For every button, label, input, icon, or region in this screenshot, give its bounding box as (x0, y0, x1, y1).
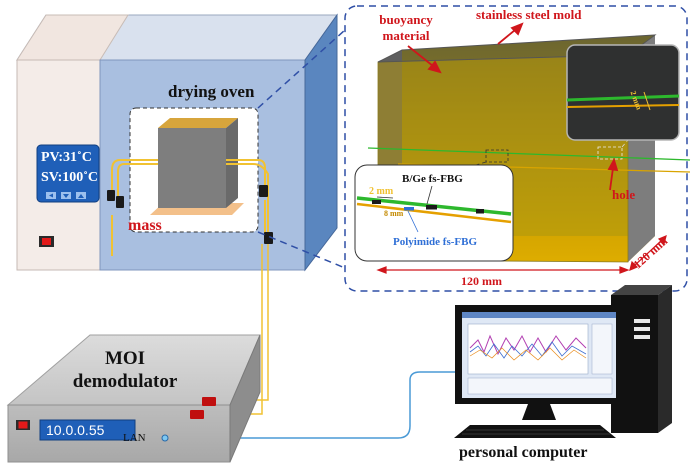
moi-label-line2: demodulator (72, 371, 178, 392)
polyimide-fbg-label: Polyimide fs-FBG (393, 236, 478, 248)
two-mm-inset-label: 2 mm (369, 186, 394, 197)
hole-label: hole (612, 187, 636, 202)
mini-mold-front (158, 128, 226, 208)
power-switch-icon[interactable] (16, 420, 30, 430)
stainless-mold-label: stainless steel mold (476, 7, 582, 22)
fiber-connector (116, 196, 124, 208)
personal-computer (454, 285, 672, 438)
pv-readout: PV:31˚C (41, 150, 92, 165)
personal-computer-label: personal computer (459, 444, 588, 461)
oven-display (36, 144, 100, 203)
callout-arrows (407, 22, 619, 191)
inset-2mm (566, 44, 680, 141)
fiber-connector (107, 190, 115, 201)
ip-display (39, 419, 136, 441)
green-fiber (367, 147, 691, 161)
dim-120-bottom-label: 120 mm (461, 274, 502, 288)
fbg-marker-box (485, 149, 509, 163)
oven-side-face (304, 13, 338, 272)
zoom-callout-lines (257, 29, 346, 269)
lan-port (161, 434, 169, 442)
oven-fibers (111, 159, 269, 256)
hole-marker-box (597, 146, 623, 160)
arrow-button-icons[interactable] (46, 192, 86, 199)
pc-keyboard (454, 425, 616, 438)
power-switch-icon[interactable] (39, 236, 54, 247)
dimension-arrows (376, 234, 667, 274)
drying-oven-label: drying oven (168, 82, 255, 101)
sv-readout: SV:100˚C (41, 170, 99, 185)
mass-label: mass (128, 217, 162, 234)
drying-oven (16, 13, 338, 272)
lan-label: LAN (123, 432, 146, 444)
eight-mm-label: 8 mm (384, 209, 404, 218)
buoyancy-label-line2: material (382, 28, 430, 43)
fiber-connector (259, 185, 268, 197)
buoyancy-label-line1: buoyancy (379, 12, 433, 27)
fiber-port (190, 410, 204, 419)
ip-address: 10.0.0.55 (46, 422, 105, 438)
demod-top (6, 334, 261, 406)
demod-side (229, 334, 261, 463)
moi-label-line1: MOI (104, 348, 146, 369)
bge-fbg-label: B/Ge fs-FBG (402, 173, 463, 185)
fiber-port (202, 397, 216, 406)
fiber-connector (264, 232, 273, 244)
mini-mold-top (158, 118, 238, 128)
moi-demodulator (6, 334, 261, 463)
inset-fbg (354, 164, 514, 262)
